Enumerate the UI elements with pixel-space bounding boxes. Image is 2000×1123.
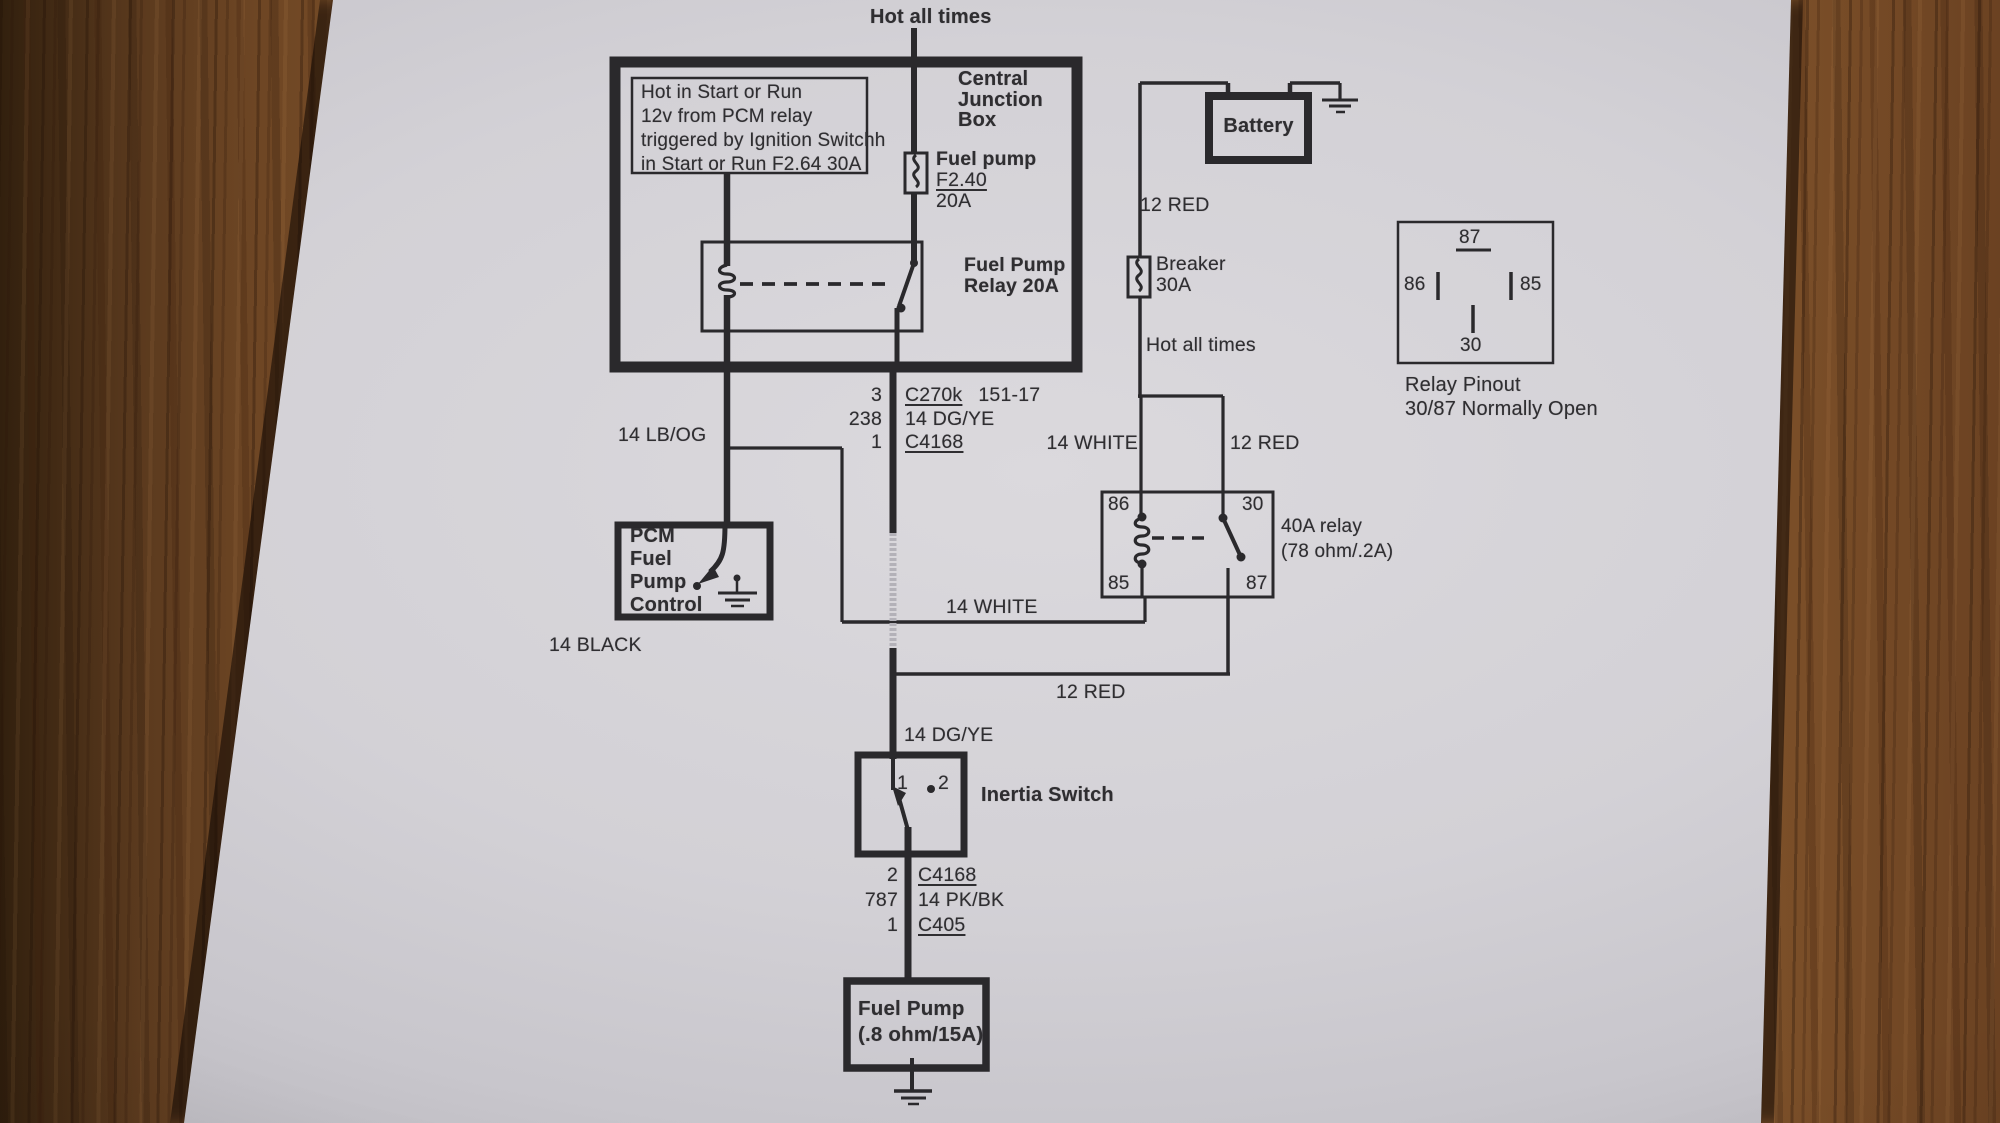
hot-in-start-note: Hot in Start or Run 12v from PCM relay t… (641, 81, 886, 177)
battery-ground-symbol (1322, 83, 1358, 114)
connector-pin: 3 (870, 384, 882, 406)
breaker-rating-label: 30A (1156, 274, 1192, 296)
cjb-title: Central Junction Box (958, 69, 1043, 131)
red-mid-wire-label: 12 RED (1056, 681, 1126, 703)
lb-og-wire-label: 14 LB/OG (618, 424, 707, 446)
pcm-ground-symbol (718, 574, 757, 608)
dg-ye-wire-label: 14 DG/YE (904, 724, 994, 746)
battery-symbol (1140, 81, 1340, 164)
note-line2: 12v from PCM relay (641, 106, 813, 127)
relay40-pin-30: 30 (1242, 494, 1264, 515)
inertia-switch-label: Inertia Switch (981, 784, 1114, 806)
breaker-label: Breaker (1156, 253, 1226, 275)
pcm-line3: Pump (630, 571, 687, 593)
note-line1: Hot in Start or Run (641, 82, 803, 103)
hot-all-times-mid-label: Hot all times (1146, 334, 1256, 356)
relay40-label-line1: 40A relay (1281, 516, 1363, 537)
black-wire-label: 14 BLACK (549, 634, 642, 656)
relay40-pin-87: 87 (1246, 573, 1268, 594)
fuse-symbol (903, 151, 929, 195)
note-box-outline (630, 76, 869, 175)
pcm-driver-curve (708, 523, 728, 574)
relay40-label-line2: (78 ohm/.2A) (1281, 541, 1394, 562)
pcm-line2: Fuel (630, 548, 672, 570)
c270k-label: C270k (905, 384, 963, 406)
pinout-caption-line1: Relay Pinout (1405, 374, 1521, 396)
connector-label: C4168 (905, 431, 964, 453)
fuse-rating-label: 20A (936, 190, 972, 212)
relay40-pin-85: 85 (1108, 573, 1130, 594)
pcm-symbol (614, 521, 774, 621)
relay40-pin-86: 86 (1108, 494, 1130, 515)
fuel-pump-symbol (843, 977, 990, 1090)
inertia-arrowhead (892, 786, 906, 806)
dg-ye-wire (889, 308, 900, 759)
white-mid-wire-label: 14 WHITE (946, 596, 1038, 618)
inertia-blade (897, 797, 910, 831)
note-line3: triggered by Ignition Switchh (641, 130, 886, 151)
pcm-label: PCM Fuel Pump Control (630, 525, 703, 617)
connector-label: 14 DG/YE (905, 408, 995, 430)
connector-pin: 238 (848, 408, 882, 430)
fuse-name-label: Fuel pump (936, 148, 1037, 170)
relay-pinout-box (1396, 220, 1555, 365)
cjb-title-line3: Box (958, 109, 997, 131)
white-tap-wire (727, 446, 1147, 624)
connector-pin: 2 (886, 864, 898, 886)
breaker-symbol (1126, 255, 1152, 299)
pinout-pin-85: 85 (1520, 274, 1542, 295)
pcm-arrowhead (698, 566, 719, 584)
cjb-title-line1: Central (958, 68, 1029, 90)
connector-pin: 787 (864, 889, 898, 911)
relay40-coil (1133, 516, 1151, 565)
red-output-wire (893, 597, 1230, 676)
fuse-id-label: F2.40 (936, 169, 987, 191)
inertia-switch-symbol (854, 751, 968, 981)
hot-all-times-top-label: Hot all times (870, 6, 992, 28)
c270k-extra: 151-17 (978, 384, 1041, 406)
connector-pin: 1 (870, 431, 882, 453)
cjb-relay-coil (717, 263, 737, 299)
cjb-title-line2: Junction (958, 88, 1043, 111)
white-upper-wire-label: 14 WHITE (1046, 432, 1138, 454)
note-line4: in Start or Run F2.64 30A (641, 154, 862, 175)
battery-label: Battery (1223, 115, 1294, 137)
connector-label: C4168 (918, 864, 977, 886)
pcm-line4: Control (630, 594, 703, 616)
red-top-wire-label: 12 RED (1140, 194, 1210, 216)
pinout-pin-86: 86 (1404, 274, 1426, 295)
connector-label: C270k 151-17 (905, 384, 1040, 407)
inertia-pin-1: 1 (897, 772, 909, 794)
pcm-line1: PCM (630, 525, 676, 547)
fuel-pump-ground-symbol (894, 1089, 932, 1106)
red-upper-wire-label: 12 RED (1230, 432, 1300, 454)
cjb-relay (700, 240, 924, 333)
pinout-pin-87: 87 (1459, 227, 1481, 248)
cjb-relay-label-line2: Relay 20A (964, 275, 1060, 297)
pinout-caption-line2: 30/87 Normally Open (1405, 398, 1598, 420)
connector-pin: 1 (886, 914, 898, 936)
relay40-blade (1221, 517, 1242, 556)
connector-label: C405 (918, 914, 966, 936)
fuel-pump-label-line2: (.8 ohm/15A) (858, 1023, 984, 1046)
fuel-pump-label-line1: Fuel Pump (858, 997, 965, 1020)
cjb-relay-label-line1: Fuel Pump (964, 254, 1066, 276)
inertia-pin-2: 2 (938, 772, 950, 794)
red-feed-wire (1138, 83, 1225, 492)
cjb-outline (609, 56, 1083, 373)
pinout-pin-30: 30 (1460, 335, 1482, 356)
cjb-relay-blade (897, 262, 916, 307)
connector-label: 14 PK/BK (918, 889, 1005, 911)
relay40-symbol (1100, 490, 1275, 599)
